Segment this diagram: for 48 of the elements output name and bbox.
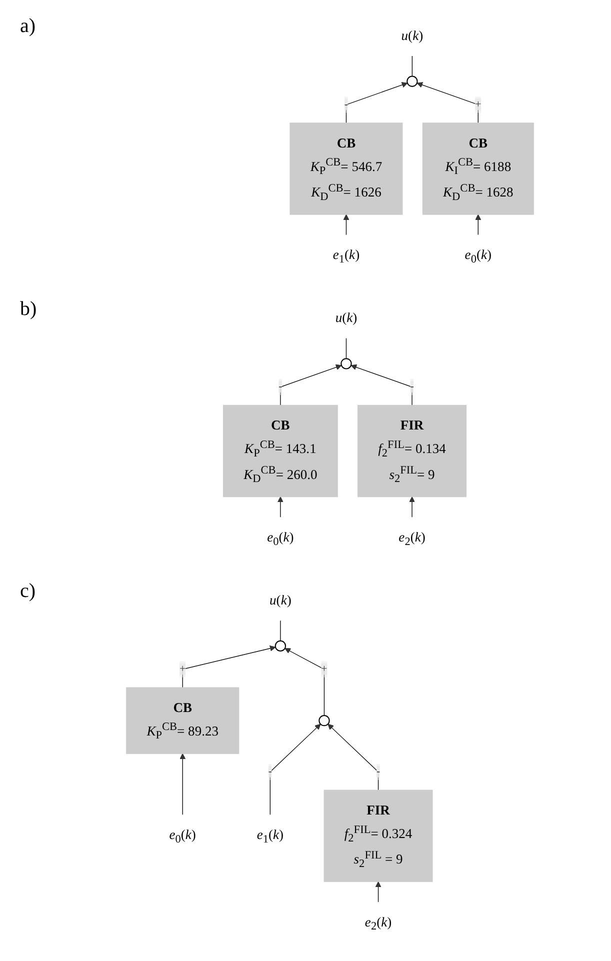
arrow bbox=[350, 364, 412, 406]
connector bbox=[280, 620, 281, 642]
node-circle bbox=[274, 640, 286, 652]
node-text: u(k) bbox=[335, 310, 358, 326]
node-text: e$_{1}$(k) bbox=[332, 248, 360, 266]
connector bbox=[412, 56, 413, 77]
node-box: FIR f$_{2}$$^{FIL}$= 0.134 s$_{2}$$^{FIL}$= 9 bbox=[358, 404, 467, 498]
edge-label: - bbox=[344, 98, 348, 110]
arrow bbox=[416, 82, 478, 124]
node-circle bbox=[406, 76, 418, 87]
node-circle bbox=[318, 715, 330, 726]
connector bbox=[346, 338, 347, 359]
arrow bbox=[346, 82, 408, 124]
node-box: CB K$_{P}$$^{CB}$= 143.1 K$_{D}$$^{CB}$= 260.0 bbox=[222, 404, 338, 498]
arrow bbox=[182, 645, 276, 688]
node-text: e$_{2}$(k) bbox=[364, 914, 392, 932]
arrow bbox=[328, 724, 379, 790]
panel-label: b) bbox=[20, 298, 37, 321]
arrow bbox=[180, 753, 186, 815]
node-box: CB K$_{P}$$^{CB}$= 546.7 K$_{D}$$^{CB}$= 1626 bbox=[290, 122, 403, 215]
arrow bbox=[409, 496, 415, 518]
arrow bbox=[343, 214, 350, 236]
arrow bbox=[270, 724, 321, 815]
node-text: u(k) bbox=[401, 28, 424, 44]
edge-label: + bbox=[180, 663, 186, 675]
edge-label: - bbox=[410, 380, 414, 392]
edge-label: - bbox=[268, 766, 272, 778]
node-text: e$_{0}$(k) bbox=[267, 530, 294, 548]
panel-label: c) bbox=[20, 580, 36, 603]
edge-label: + bbox=[321, 663, 328, 675]
arrow bbox=[280, 364, 342, 406]
arrow bbox=[475, 214, 482, 236]
node-circle bbox=[340, 358, 352, 370]
node-box: FIR f$_{2}$$^{FIL}$= 0.324 s$_{2}$$^{FIL}$ = 9 bbox=[324, 790, 433, 882]
arrow bbox=[375, 881, 382, 902]
arrow bbox=[277, 496, 284, 518]
node-text: e$_{0}$(k) bbox=[464, 248, 492, 266]
node-text: e$_{2}$(k) bbox=[398, 530, 426, 548]
node-text: e$_{0}$(k) bbox=[169, 827, 196, 846]
node-box: CB K$_{P}$$^{CB}$= 89.23 bbox=[126, 687, 240, 754]
edge-label: - bbox=[278, 380, 282, 392]
edge-label: - bbox=[376, 766, 380, 778]
edge-label: + bbox=[475, 98, 482, 110]
node-text: u(k) bbox=[270, 592, 292, 608]
node-box: CB K$_{I}$$^{CB}$= 6188 K$_{D}$$^{CB}$= 1628 bbox=[422, 122, 534, 215]
panel-label: a) bbox=[20, 15, 36, 38]
arrow bbox=[284, 648, 325, 716]
node-text: e$_{1}$(k) bbox=[256, 827, 284, 846]
